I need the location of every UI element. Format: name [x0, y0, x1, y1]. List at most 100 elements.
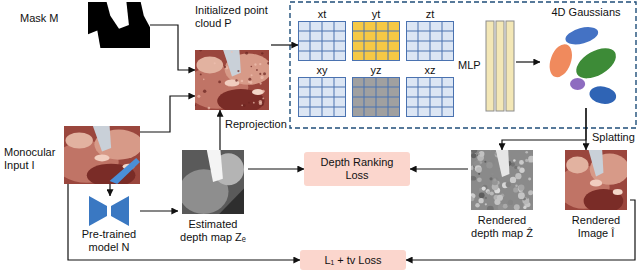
point-dot — [197, 95, 200, 98]
point-dot — [262, 90, 265, 93]
depth-picture — [182, 150, 244, 214]
point-dot — [263, 72, 266, 75]
point-dot — [261, 52, 263, 54]
grid-figure: xt — [298, 8, 346, 61]
tool-shape — [223, 50, 241, 76]
point-dot — [259, 73, 261, 75]
point-dot — [256, 69, 258, 71]
noise-dot — [472, 177, 476, 181]
noise-dot — [471, 176, 475, 181]
node-label: Mask M — [20, 12, 82, 25]
surg2-picture — [565, 150, 627, 210]
noise-dot — [514, 204, 520, 210]
connector-arrow — [150, 25, 195, 70]
noise-dot — [475, 203, 480, 208]
connector-arrow — [271, 44, 298, 45]
noise-dot — [486, 162, 492, 168]
grid-plane — [299, 22, 346, 61]
node-label: xy — [298, 64, 346, 77]
grid-figure: zt — [406, 8, 454, 61]
point-dot — [228, 85, 230, 87]
grid-plane — [407, 22, 454, 61]
picture-shape — [590, 179, 602, 186]
noise-dot — [510, 177, 516, 183]
connector-arrow — [585, 108, 586, 150]
picture-shape — [613, 189, 623, 195]
picture-shape — [219, 188, 244, 214]
noise-dot — [513, 159, 516, 162]
decoder-shape — [111, 196, 129, 226]
noise-dot — [518, 192, 525, 199]
point-dot — [237, 70, 239, 72]
grid-line — [352, 51, 400, 52]
gauss-figure: 4D Gaussians — [540, 6, 632, 108]
noise-dot — [477, 153, 479, 155]
point-dot — [253, 102, 255, 104]
connector-arrow — [140, 210, 178, 211]
grid-line — [388, 21, 389, 61]
noise-dot — [513, 187, 518, 192]
grid-line — [334, 77, 335, 117]
grid-line — [298, 97, 346, 98]
noise-dot — [514, 166, 517, 169]
node-label: Initialized point cloud P — [195, 4, 271, 29]
point-dot — [241, 105, 243, 107]
node-label: yt — [352, 8, 400, 21]
point-dot — [267, 62, 269, 65]
node-label: Rendered depth map Ẑ — [468, 214, 536, 239]
point-dot — [195, 104, 196, 106]
noise-dot — [480, 161, 483, 164]
step-label: Splatting — [591, 131, 636, 144]
grid-plane — [353, 22, 400, 61]
picture-shape — [252, 89, 264, 95]
picture-shape — [217, 89, 264, 110]
connector-arrow — [140, 96, 195, 132]
node-label: Monocular Input I — [4, 146, 62, 171]
grid-picture — [406, 21, 454, 61]
point-dot — [218, 80, 221, 83]
point-dot — [241, 80, 244, 83]
hour-figure: Pre-trained model N — [78, 196, 140, 256]
noise-dot — [479, 192, 485, 198]
loss-box: L₁ + tv Loss — [300, 250, 406, 270]
grid-figure: yt — [352, 8, 400, 61]
dashed-region — [290, 2, 636, 128]
grid-picture — [352, 21, 400, 61]
point-dot — [203, 79, 205, 81]
picture-shape — [566, 157, 588, 174]
mask-shape — [88, 31, 100, 48]
node-label: Estimated depth map Zₑ — [178, 218, 248, 243]
tool-shape — [589, 150, 604, 176]
grid-figure: yz — [352, 64, 400, 117]
grid-line — [406, 97, 454, 98]
point-dot — [199, 50, 202, 52]
tool-shape — [110, 158, 140, 184]
grid-line — [352, 107, 400, 108]
grid-plane — [353, 78, 400, 117]
grid-line — [334, 21, 335, 61]
grid-line — [442, 77, 443, 117]
loss-box: Depth Ranking Loss — [304, 152, 410, 186]
connector-arrow — [502, 108, 586, 150]
noise-dot — [485, 197, 488, 200]
mask-shape — [107, 2, 129, 29]
noise-dot — [528, 156, 533, 163]
point-dot — [214, 62, 216, 64]
noise-dot — [489, 150, 491, 151]
noise-dot — [478, 173, 480, 175]
noise-dot — [526, 197, 528, 199]
grid-figure: xy — [298, 64, 346, 117]
rdepth-picture — [471, 150, 533, 210]
mlp-layer — [486, 21, 494, 111]
noise-dot — [523, 206, 526, 209]
noise-dot — [528, 190, 533, 195]
point-dot — [243, 104, 246, 107]
mask-shape — [141, 2, 150, 27]
gaussian-ellipse — [545, 41, 576, 80]
noise-dot — [503, 204, 508, 209]
connector-arrow — [516, 61, 540, 62]
noise-dot — [478, 198, 483, 203]
connectors — [68, 25, 635, 260]
noise-dot — [477, 177, 482, 182]
point-dot — [259, 63, 261, 65]
